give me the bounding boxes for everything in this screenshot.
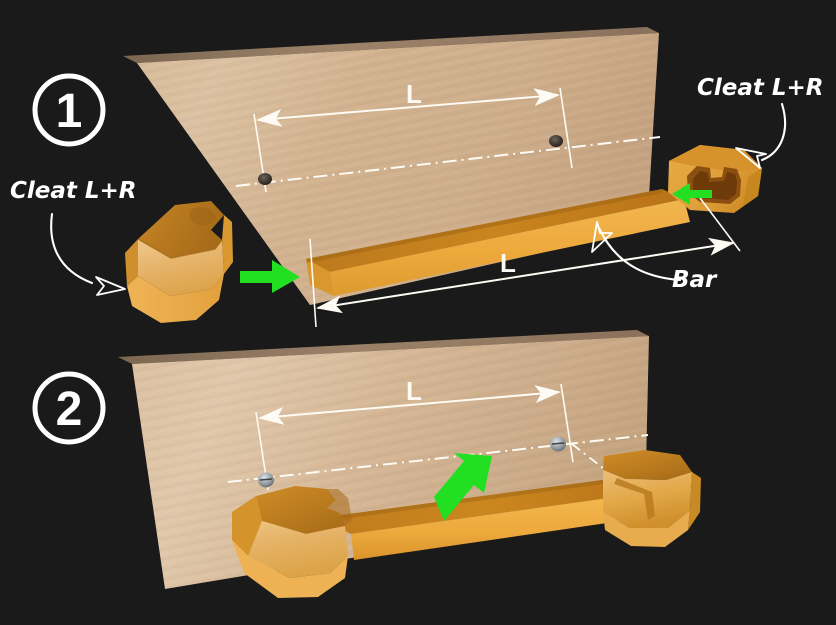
step-badge-number: 2 — [56, 383, 83, 436]
leader-curve-left — [50, 212, 94, 285]
dimension-top-label: L — [406, 376, 422, 406]
cleat-left-front — [138, 239, 224, 296]
fasteners-step-2 — [258, 436, 566, 488]
green-arrow-right-cleat — [672, 183, 712, 205]
dimension-lower-label: L — [500, 248, 516, 278]
dimension-top-step-2: L — [255, 376, 574, 491]
extension-line-lower-left — [309, 238, 317, 328]
extension-line-right — [559, 87, 573, 169]
bar-top-face — [318, 478, 652, 534]
green-arrow-left-cleat — [240, 260, 300, 293]
annotation-cleat-left: Cleat L+R — [10, 178, 137, 296]
cleat-right-joint — [614, 478, 655, 520]
step-badge-circle — [32, 371, 106, 445]
centerline-dash-dot — [235, 136, 661, 187]
cleat-left-facet — [232, 496, 262, 556]
bar-front-face — [351, 492, 655, 560]
centerline-step-1 — [235, 136, 661, 187]
step-badge-1: 1 — [32, 73, 106, 147]
annotation-cleat-right: Cleat L+R — [697, 75, 824, 169]
leader-arrowhead-right — [735, 147, 767, 169]
cleat-right-step-2 — [603, 450, 701, 547]
green-arrow-assembly — [434, 453, 492, 521]
step-badge-number: 1 — [56, 85, 83, 138]
screw-left-slot — [259, 478, 273, 481]
cleat-right-top — [669, 145, 762, 172]
cleat-left-bottom — [232, 540, 348, 598]
dimension-line-lower — [316, 237, 735, 314]
cleat-right-facet — [743, 168, 762, 206]
annotation-bar: Bar — [591, 221, 718, 293]
cleat-left-bottom — [127, 274, 224, 323]
bar-assembly-step-2 — [232, 450, 701, 598]
dimension-lower-step-1: L — [309, 197, 741, 328]
centerline-dash-dot — [227, 434, 649, 483]
cleat-left-top — [256, 486, 345, 534]
cleat-left-edge-line — [137, 238, 223, 259]
dimension-line — [258, 385, 561, 425]
step-badge-2: 2 — [32, 371, 106, 445]
cleat-right-bevel — [603, 510, 690, 547]
cleat-left-front — [248, 510, 348, 578]
cleat-left-notch — [327, 489, 352, 526]
screw-right-slot — [551, 442, 565, 445]
centerline-drop-right — [571, 443, 604, 469]
board-top-edge — [123, 27, 659, 63]
cleat-left-facet — [125, 239, 138, 286]
cleat-right-top — [603, 450, 692, 480]
board-top-edge — [118, 330, 649, 364]
leader-arrowhead-bar — [591, 221, 613, 253]
dimension-line — [256, 88, 560, 127]
screw-right-step-1 — [549, 135, 563, 147]
cleat-left-label: Cleat L+R — [10, 178, 137, 204]
cleat-right-facet — [688, 472, 701, 530]
cleat-left-notch — [189, 207, 216, 226]
leader-arrowhead-left — [95, 276, 126, 296]
dimension-top-step-1: L — [253, 79, 573, 193]
bar-seam — [318, 478, 618, 522]
dimension-top-label: L — [406, 79, 422, 109]
cleat-left-step-2 — [232, 486, 352, 598]
bar-label: Bar — [672, 267, 718, 293]
extension-line-right — [560, 383, 574, 463]
cleat-left-shoulder — [222, 215, 233, 274]
leader-curve-right — [760, 102, 787, 162]
leader-curve-bar — [597, 226, 682, 282]
cleat-right-label: Cleat L+R — [697, 75, 824, 101]
fasteners-step-1 — [258, 135, 563, 185]
screw-left-step-1 — [258, 173, 272, 185]
cleat-left-step-1 — [125, 201, 233, 323]
step-badge-circle — [32, 73, 106, 147]
